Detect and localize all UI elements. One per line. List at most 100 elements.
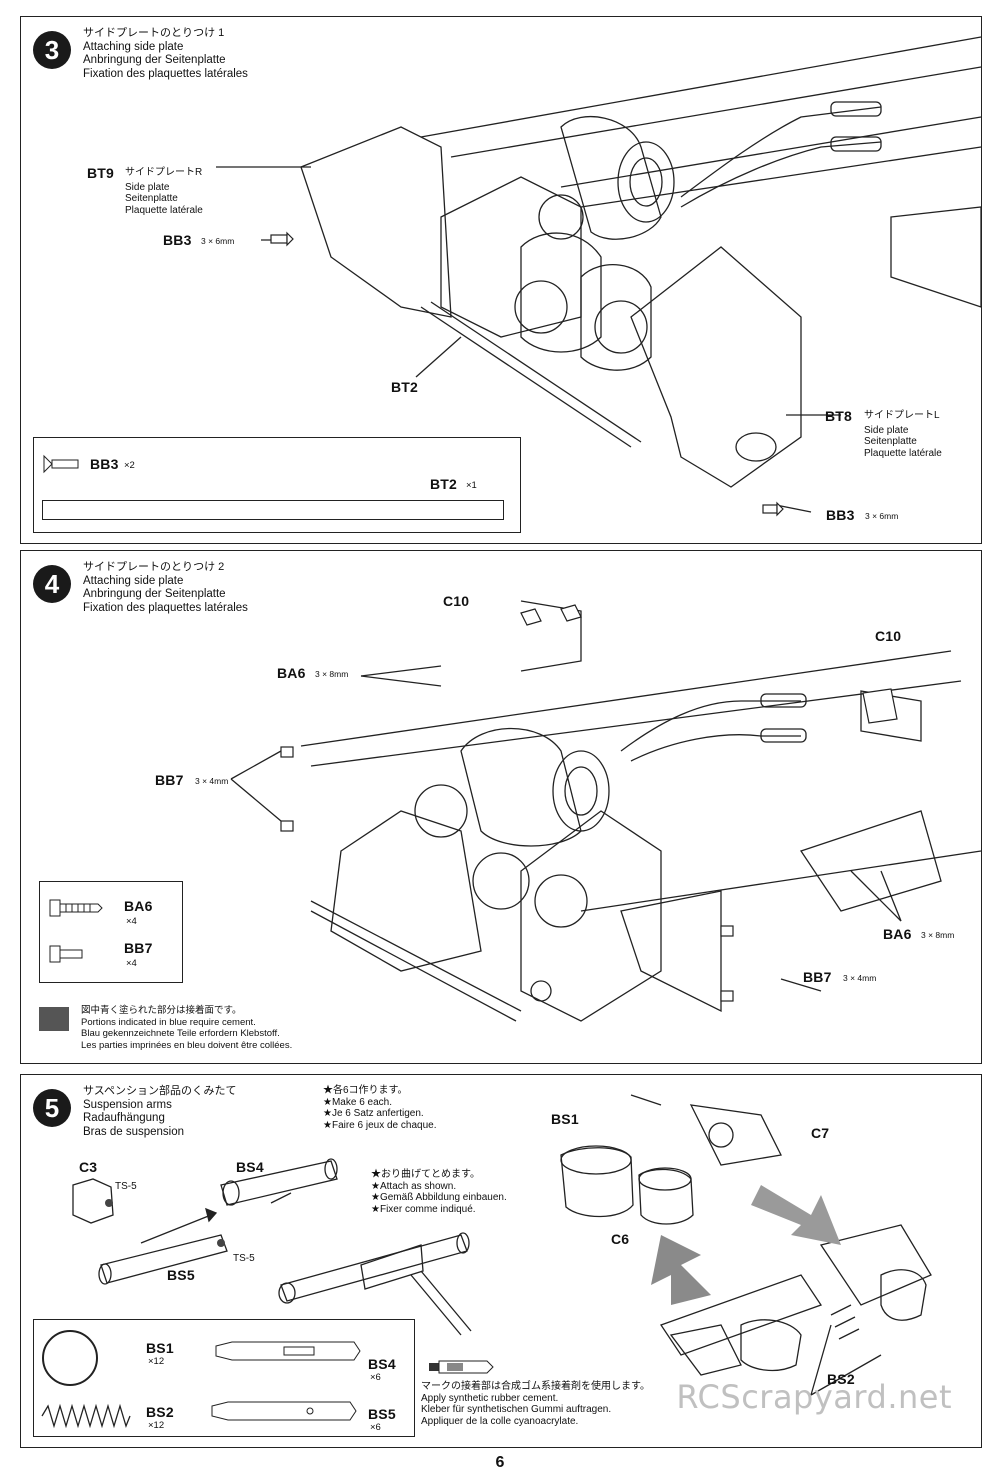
bt2-shaft-icon [42,500,504,520]
step4-title-jp: サイドプレートのとりつけ 2 [83,561,225,573]
make-note-en: ★Make 6 each. [323,1096,392,1108]
bs4-label: BS4 [236,1159,264,1175]
bt8-jp: サイドプレートL [864,410,940,421]
glue-note-jp: マークの接着部は合成ゴム系接着剤を使用します。 [421,1381,650,1392]
parts-bb7-qty: ×4 [126,958,137,969]
step5-title: サスペンション部品のくみたて Suspension arms Radaufhän… [83,1085,236,1139]
bs4-plate-icon [215,1341,361,1361]
bs5-label: BS5 [167,1267,195,1283]
bb3-size-bottom: 3 × 6mm [865,511,899,521]
bt9-desc: サイドプレートR Side plate Seitenplatte Plaquet… [125,167,203,216]
ts5-label-a: TS-5 [115,1181,137,1192]
parts-bs1: BS1 [146,1340,174,1356]
bb7-size-right: 3 × 4mm [843,973,877,983]
ts5-label-b: TS-5 [233,1253,255,1264]
glue-note-de: Kleber für synthetischen Gummi auftragen… [421,1404,612,1415]
bb7-label-left: BB7 [155,772,184,788]
step3-title-en: Attaching side plate [83,40,184,53]
bt9-de: Seitenplatte [125,193,178,204]
cement-note-fr: Les parties imprinées en bleu doivent êt… [81,1039,293,1051]
page-number: 6 [495,1454,505,1471]
watermark: RCScrapyard.net [676,1378,952,1416]
bt8-en: Side plate [864,424,909,436]
step3-chassis-drawing [216,36,982,517]
step3-parts-box: BB3 ×2 BT2 ×1 [33,437,521,533]
bt9-fr: Plaquette latérale [125,204,203,216]
cement-note-de: Blau gekennzeichnete Teile erfordern Kle… [81,1028,280,1039]
bs5-plate-icon [211,1401,357,1421]
step3-title-de: Anbringung der Seitenplatte [83,54,226,66]
bend-note-jp: ★おり曲げてとめます。 [371,1169,480,1180]
bt8-label: BT8 [825,408,853,424]
bt8-desc: サイドプレートL Side plate Seitenplatte Plaquet… [864,410,942,459]
bs2-spring-icon [41,1403,131,1429]
bt2-label: BT2 [391,379,419,395]
parts-bs4-qty: ×6 [370,1372,381,1383]
parts-bb3: BB3 [90,456,119,472]
glue-note: マークの接着部は合成ゴム系接着剤を使用します。 Apply synthetic … [421,1381,650,1427]
bb7-screw-icon [49,945,83,963]
glue-note-en: Apply synthetic rubber cement. [421,1392,559,1404]
parts-ba6-qty: ×4 [126,916,137,927]
parts-bs5: BS5 [368,1406,396,1422]
step4-title-de: Anbringung der Seitenplatte [83,588,226,600]
parts-bb3-qty: ×2 [124,460,135,471]
step5-title-fr: Bras de suspension [83,1125,185,1138]
bs2-label: BS2 [827,1371,855,1387]
cement-note-jp: 図中青く塗られた部分は接着面です。 [81,1005,242,1016]
parts-bs4: BS4 [368,1356,396,1372]
step4-title-fr: Fixation des plaquettes latérales [83,601,248,614]
step5-number: 5 [33,1089,71,1127]
ba6-size-bottom: 3 × 8mm [921,930,955,940]
parts-bb7: BB7 [124,940,153,956]
c10-label-right: C10 [875,628,902,644]
bs1-ring-icon [42,1330,98,1386]
step5-title-jp: サスペンション部品のくみたて [83,1085,237,1097]
c3-label: C3 [79,1159,98,1175]
step5-parts-box: BS1 ×12 BS2 ×12 BS4 ×6 BS5 ×6 [33,1319,415,1437]
bs1-label: BS1 [551,1111,579,1127]
parts-bt2-qty: ×1 [466,480,477,491]
step3-number: 3 [33,31,71,69]
step3-panel: 3 サイドプレートのとりつけ 1 Attaching side plate An… [20,16,982,544]
step4-number: 4 [33,565,71,603]
cement-note-en: Portions indicated in blue require cemen… [81,1016,256,1028]
c10-label-left: C10 [443,593,470,609]
bb7-size-left: 3 × 4mm [195,776,229,786]
cement-note: 図中青く塗られた部分は接着面です。 Portions indicated in … [81,1005,292,1051]
parts-bs1-qty: ×12 [148,1356,165,1367]
c6-label: C6 [611,1231,630,1247]
c7-label: C7 [811,1125,830,1141]
make-note-de: ★Je 6 Satz anfertigen. [323,1108,424,1119]
bt9-jp: サイドプレートR [125,167,203,178]
step4-title-en: Attaching side plate [83,574,184,587]
step4-chassis-drawing [230,600,982,1022]
bt8-de: Seitenplatte [864,436,917,447]
bb3-size-top: 3 × 6mm [201,236,235,246]
ba6-label-top: BA6 [277,665,306,681]
make-note-jp: ★各6コ作ります。 [323,1085,408,1096]
parts-bt2: BT2 [430,476,458,492]
ba6-label-bottom: BA6 [883,926,912,942]
step4-panel: 4 サイドプレートのとりつけ 2 Attaching side plate An… [20,550,982,1064]
bb3-label-top: BB3 [163,232,192,248]
bb3-screw-icon [43,454,79,474]
parts-bs2: BS2 [146,1404,174,1420]
bt9-en: Side plate [125,181,170,193]
ba6-size-top: 3 × 8mm [315,669,349,679]
bend-note-fr: ★Fixer comme indiqué. [371,1203,476,1215]
step4-parts-box: BA6 ×4 BB7 ×4 [39,881,183,983]
glue-note-fr: Appliquer de la colle cyanoacrylate. [421,1415,579,1427]
step5-suspension-drawing [72,1094,932,1396]
step4-title: サイドプレートのとりつけ 2 Attaching side plate Anbr… [83,561,248,615]
step5-title-de: Radaufhängung [83,1112,165,1124]
make-note-fr: ★Faire 6 jeux de chaque. [323,1119,437,1131]
bb3-label-bottom: BB3 [826,507,855,523]
bend-note: ★おり曲げてとめます。 ★Attach as shown. ★Gemäß Abb… [371,1169,507,1215]
bend-note-en: ★Attach as shown. [371,1180,457,1192]
step5-panel: 5 サスペンション部品のくみたて Suspension arms Radaufh… [20,1074,982,1448]
parts-bs5-qty: ×6 [370,1422,381,1433]
step3-title: サイドプレートのとりつけ 1 Attaching side plate Anbr… [83,27,248,81]
cement-swatch [39,1007,69,1031]
bt8-fr: Plaquette latérale [864,447,942,459]
